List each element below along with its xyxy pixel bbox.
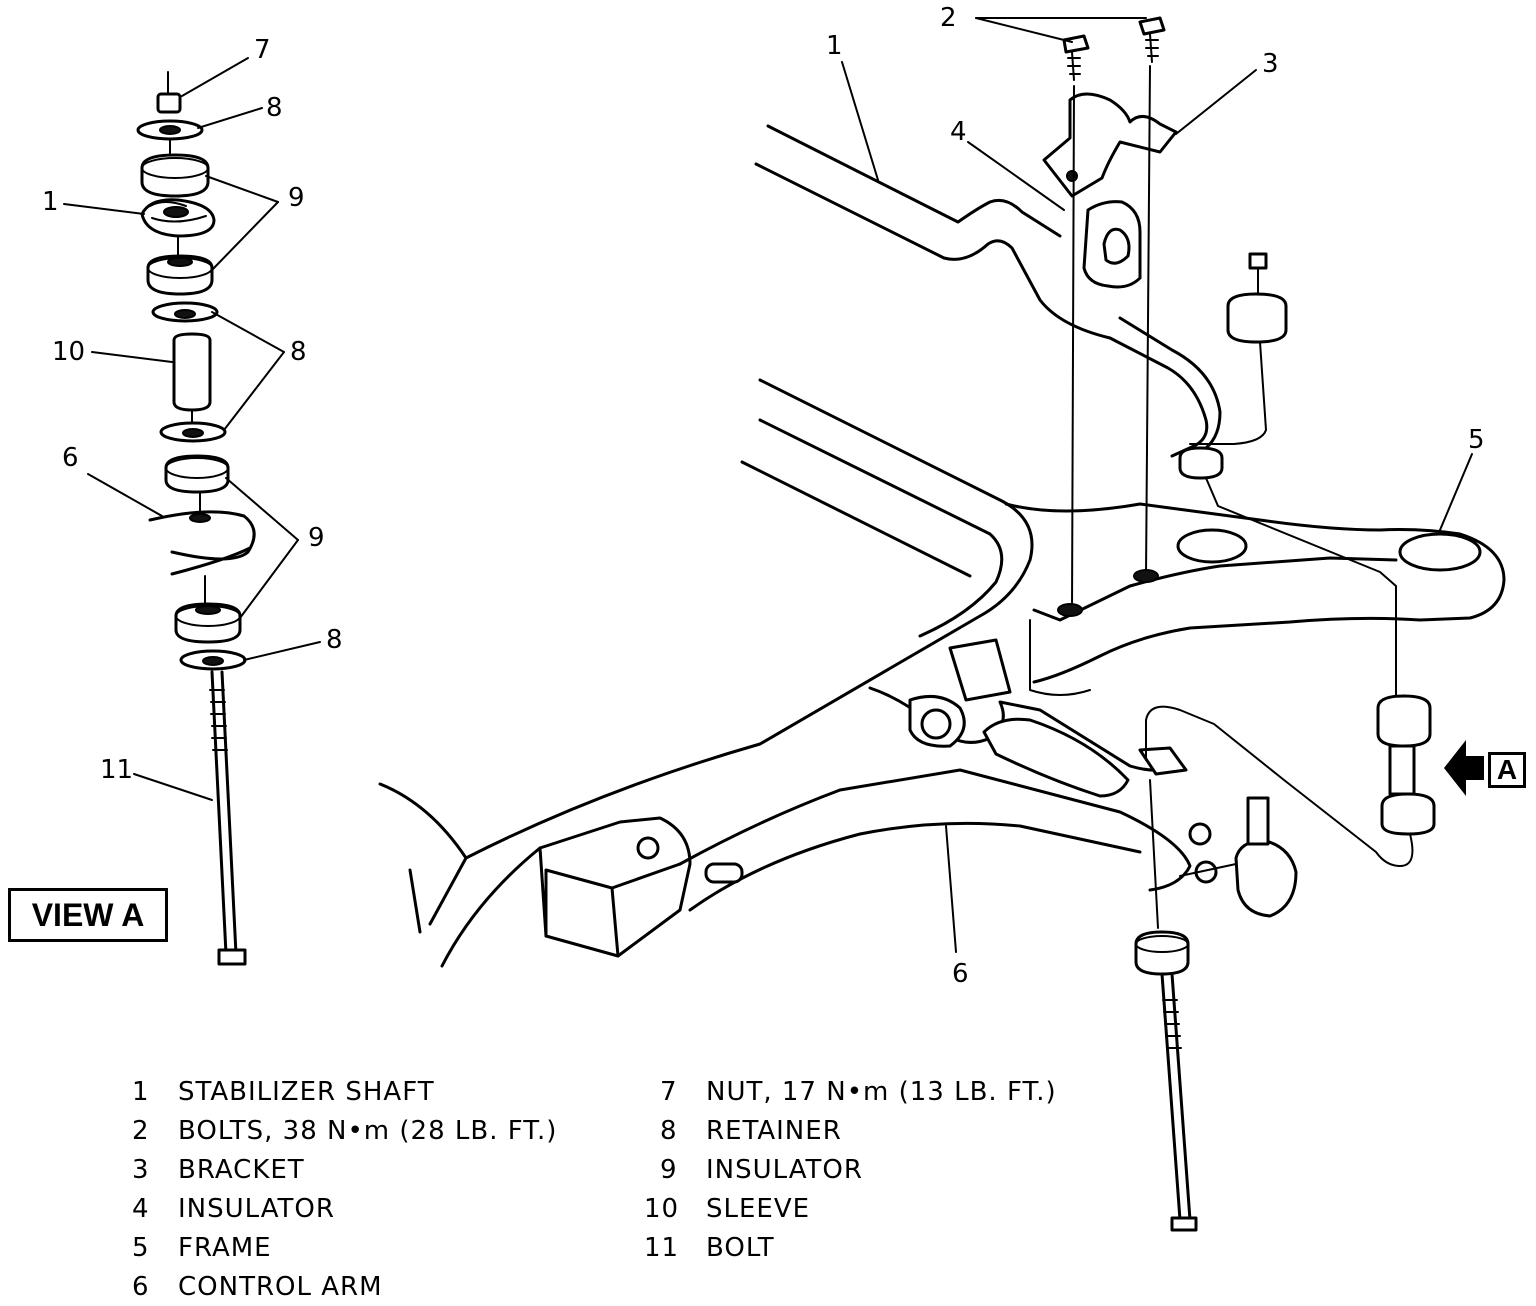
- sleeve-10: [172, 332, 212, 412]
- view-a-arrow: [1444, 740, 1484, 796]
- svg-text:2: 2: [132, 1116, 150, 1146]
- svg-text:FRAME: FRAME: [178, 1233, 272, 1263]
- view-a-stack: [136, 71, 256, 966]
- callout-6-view: 6: [62, 443, 79, 473]
- callout-9-view-top: 9: [288, 183, 305, 213]
- bracket-3: [1042, 92, 1178, 198]
- svg-text:9: 9: [660, 1155, 678, 1185]
- legend-item: 2 BOLTS, 38 N•m (28 LB. FT.): [132, 1116, 557, 1146]
- svg-text:6: 6: [132, 1272, 150, 1302]
- callout-8-view-top: 8: [266, 93, 283, 123]
- svg-text:BOLT: BOLT: [706, 1233, 775, 1263]
- lower-insulator-bolt: [1134, 779, 1198, 1232]
- svg-text:BRACKET: BRACKET: [178, 1155, 305, 1185]
- callout-9-view-bottom: 9: [308, 523, 325, 553]
- callout-3-main: 3: [1262, 49, 1279, 79]
- legend-item: 7 NUT, 17 N•m (13 LB. FT.): [660, 1077, 1057, 1107]
- insulator-4: [1082, 200, 1142, 289]
- retainer-8-lower: [159, 421, 227, 443]
- insulator-9-top: [140, 153, 210, 198]
- svg-text:10: 10: [644, 1194, 679, 1224]
- bolt-11: [209, 670, 247, 966]
- svg-text:STABILIZER SHAFT: STABILIZER SHAFT: [178, 1077, 435, 1107]
- callout-6-main: 6: [952, 959, 969, 989]
- callout-numbers: 7 8 1 9 10 8 6 9 8 11 1 2 3 4 5 6: [42, 3, 1485, 989]
- stabilizer-shaft-end: [140, 198, 216, 238]
- callout-7-view: 7: [254, 35, 271, 65]
- callout-8-view-mid: 8: [290, 337, 307, 367]
- svg-text:7: 7: [660, 1077, 678, 1107]
- insulator-9-third: [164, 454, 230, 494]
- callout-4-main: 4: [950, 117, 967, 147]
- stabilizer-link: [1145, 252, 1436, 867]
- svg-text:BOLTS, 38 N•m (28 LB. FT.): BOLTS, 38 N•m (28 LB. FT.): [178, 1116, 557, 1146]
- retainer-8-upper: [151, 301, 219, 323]
- legend-item: 5 FRAME: [132, 1233, 272, 1263]
- view-a-arrow-label: A: [1488, 752, 1526, 788]
- bolt-guide-lines: [1071, 65, 1151, 611]
- svg-text:NUT, 17 N•m (13 LB. FT.): NUT, 17 N•m (13 LB. FT.): [706, 1077, 1057, 1107]
- svg-text:RETAINER: RETAINER: [706, 1116, 842, 1146]
- svg-text:SLEEVE: SLEEVE: [706, 1194, 810, 1224]
- subframe-rail: [378, 742, 762, 968]
- svg-text:INSULATOR: INSULATOR: [706, 1155, 863, 1185]
- svg-text:3: 3: [132, 1155, 150, 1185]
- main-leaders: [841, 17, 1473, 953]
- nut-7: [156, 92, 182, 114]
- svg-text:4: 4: [132, 1194, 150, 1224]
- control-arm-6: [678, 638, 1218, 912]
- frame-5: [740, 378, 1506, 746]
- callout-10-view: 10: [52, 337, 85, 367]
- callout-8-view-bottom: 8: [326, 625, 343, 655]
- legend-item: 1 STABILIZER SHAFT: [132, 1077, 435, 1107]
- callout-1-main: 1: [826, 31, 843, 61]
- bolts-2: [1062, 16, 1166, 81]
- control-arm-fragment: [148, 510, 256, 576]
- svg-text:CONTROL ARM: CONTROL ARM: [178, 1272, 383, 1302]
- callout-1-view: 1: [42, 187, 59, 217]
- legend-item: 10 SLEEVE: [644, 1194, 810, 1224]
- svg-text:INSULATOR: INSULATOR: [178, 1194, 335, 1224]
- legend-item: 9 INSULATOR: [660, 1155, 863, 1185]
- retainer-8-top: [136, 119, 204, 141]
- svg-text:1: 1: [132, 1077, 150, 1107]
- legend-item: 4 INSULATOR: [132, 1194, 335, 1224]
- view-a-leaders: [63, 57, 321, 801]
- svg-text:5: 5: [132, 1233, 150, 1263]
- view-a-label: VIEW A: [8, 888, 168, 942]
- callout-2-main: 2: [940, 3, 957, 33]
- retainer-8-bottom: [179, 649, 247, 671]
- svg-text:11: 11: [644, 1233, 679, 1263]
- legend-item: 3 BRACKET: [132, 1155, 305, 1185]
- stabilizer-shaft: [754, 124, 1222, 458]
- legend-item: 6 CONTROL ARM: [132, 1272, 383, 1302]
- parts-legend: 1 STABILIZER SHAFT 2 BOLTS, 38 N•m (28 L…: [132, 1077, 1057, 1302]
- callout-11-view: 11: [100, 755, 133, 785]
- svg-text:8: 8: [660, 1116, 678, 1146]
- insulator-9-second: [146, 254, 214, 296]
- legend-item: 11 BOLT: [644, 1233, 775, 1263]
- callout-5-main: 5: [1468, 425, 1485, 455]
- ball-joint: [1179, 796, 1298, 918]
- legend-item: 8 RETAINER: [660, 1116, 842, 1146]
- insulator-9-bottom: [174, 602, 242, 644]
